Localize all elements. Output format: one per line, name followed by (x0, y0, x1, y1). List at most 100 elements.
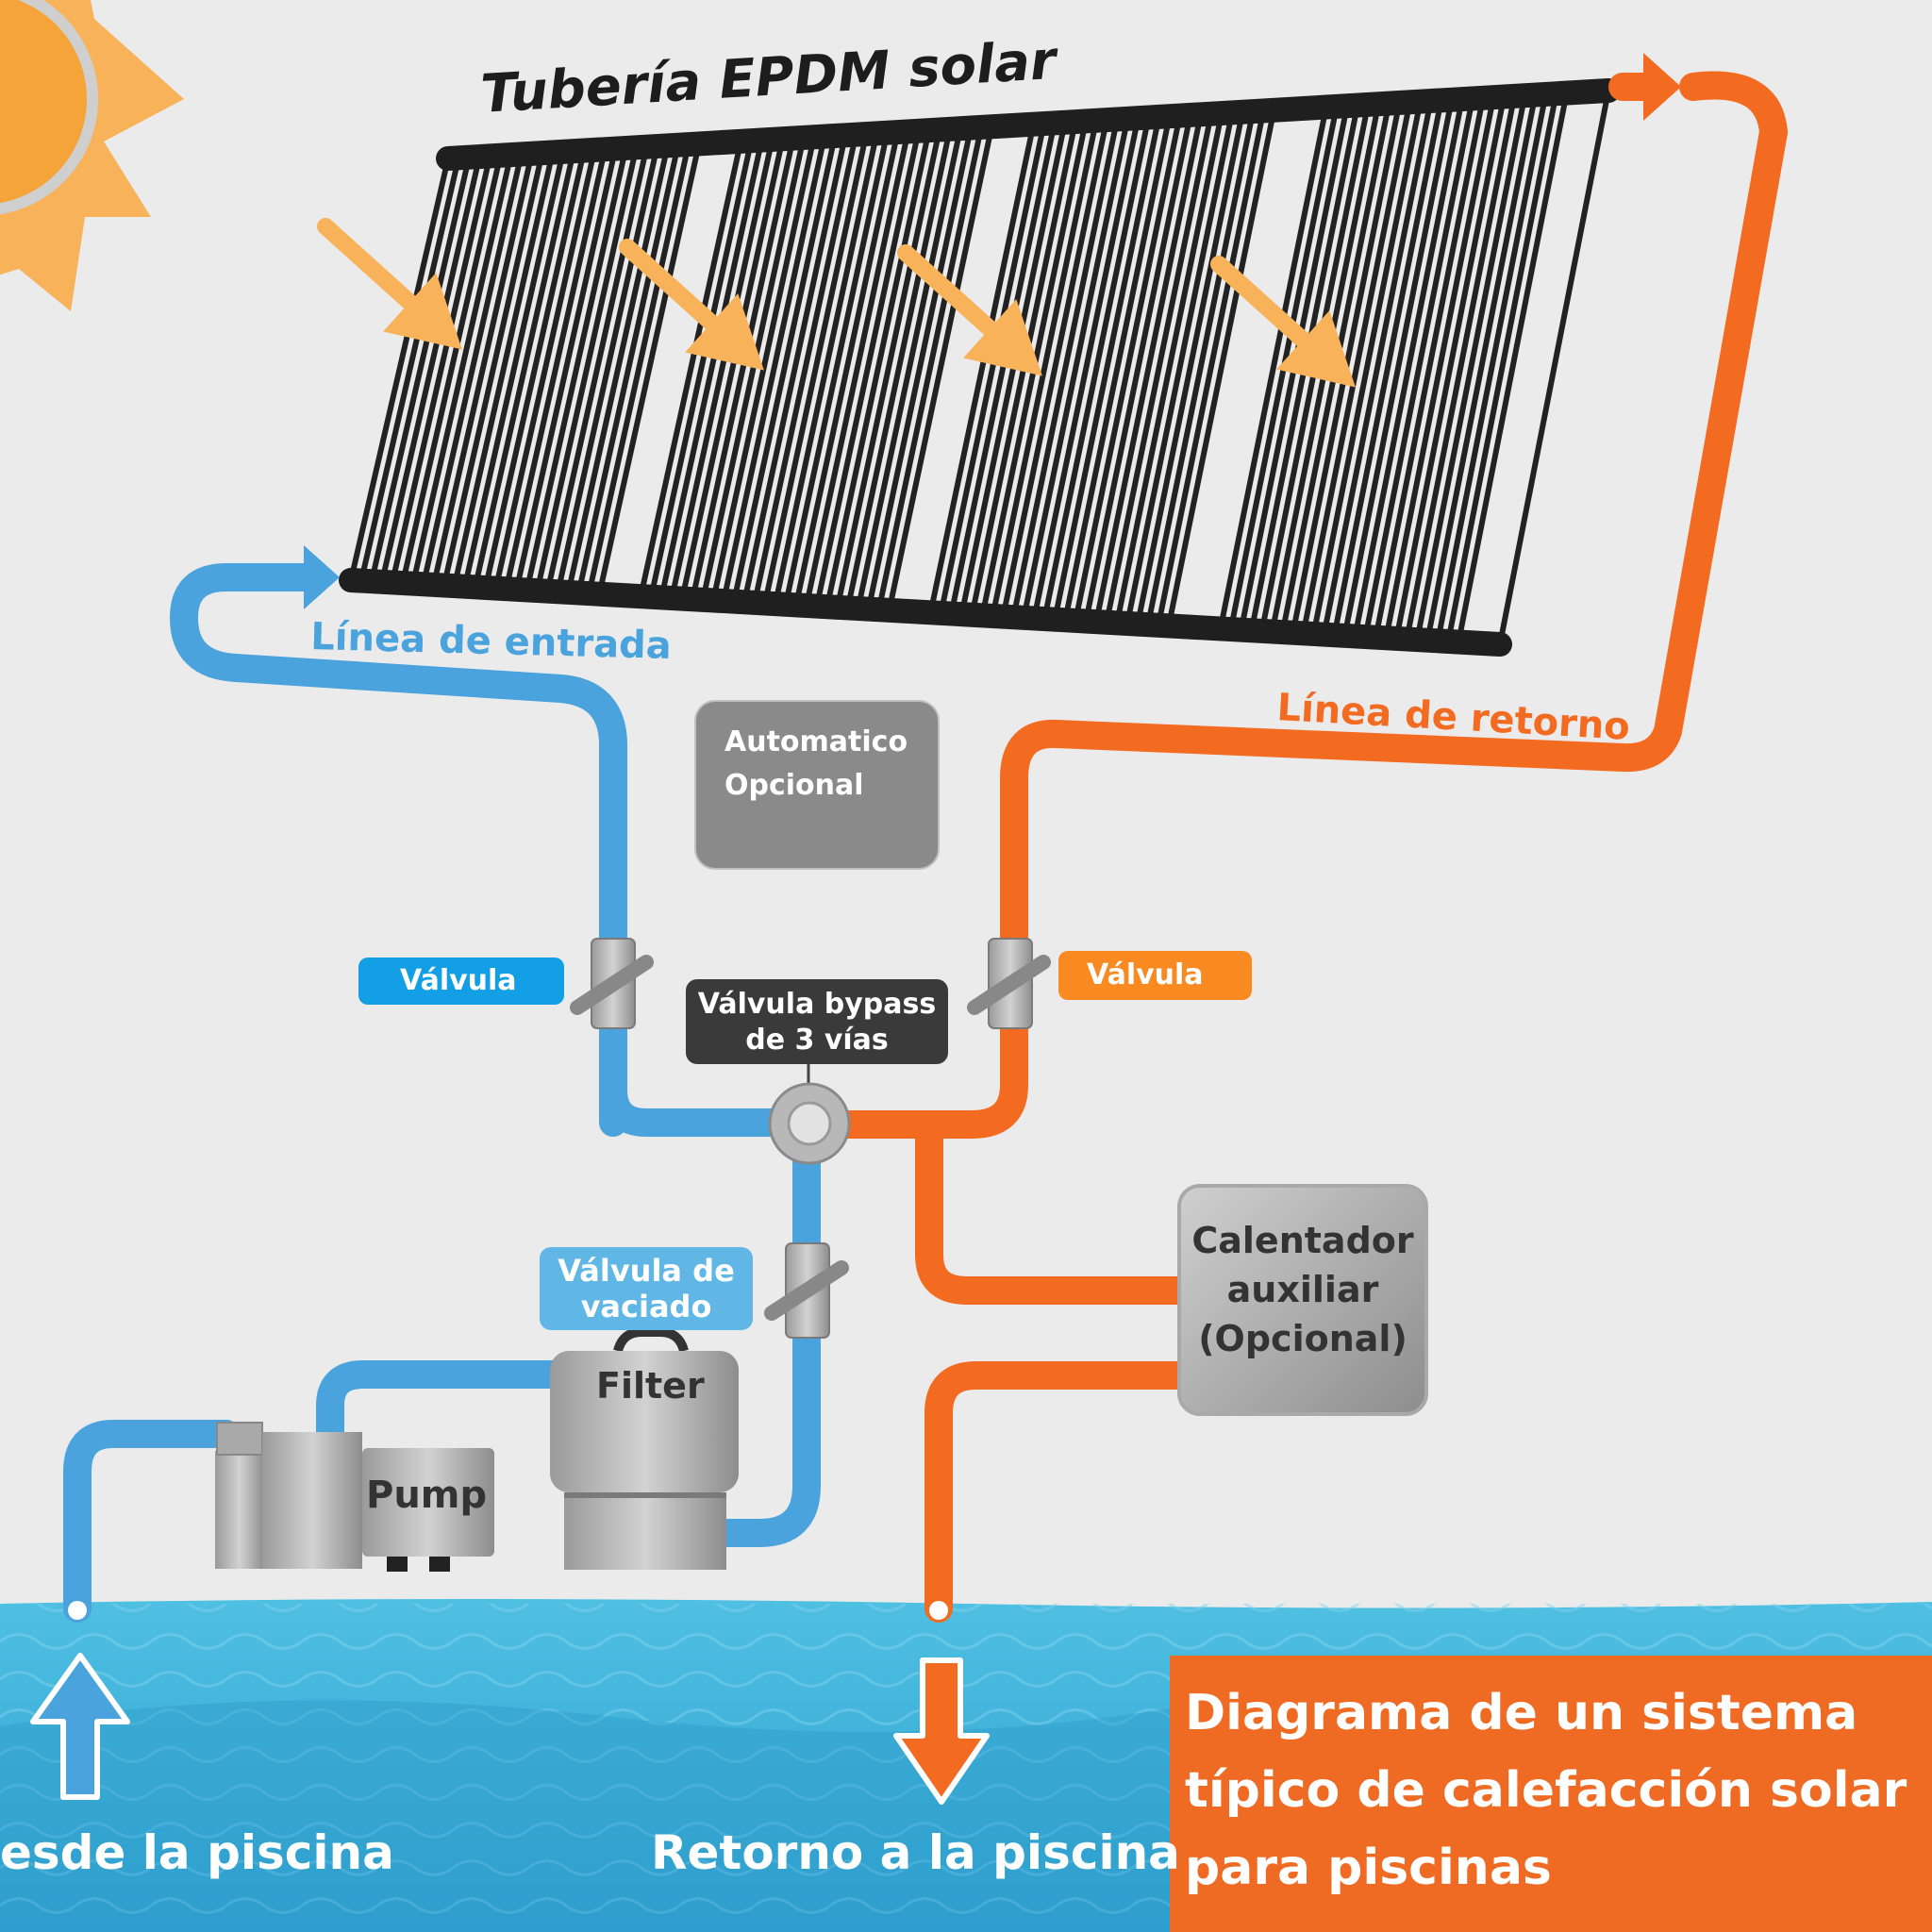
collector-tube (1124, 111, 1236, 625)
collector-tube (1093, 113, 1204, 623)
collector-tube (690, 137, 796, 600)
collector-tube (1383, 96, 1497, 639)
collector-tube (1373, 97, 1486, 639)
collector-tube (358, 157, 462, 582)
collector-tube (389, 155, 493, 584)
collector-tube (658, 139, 765, 599)
collector-tube (648, 140, 755, 598)
collector-tube (1041, 116, 1152, 620)
collector-tube (1404, 95, 1518, 641)
collector-tube (792, 131, 901, 606)
collector-tube (669, 139, 775, 599)
return-dot (929, 1601, 948, 1620)
caption-line2: típico de calefacción solar (1185, 1762, 1907, 1819)
return-valve-badge: Válvula (1058, 951, 1252, 1000)
caption-line1: Diagrama de un sistema (1185, 1685, 1858, 1741)
collector-tube (1300, 101, 1413, 634)
collector-tube (875, 126, 985, 610)
collector-tube (1104, 113, 1214, 624)
inlet-flow-arrowhead (304, 545, 340, 609)
collector-tube (1321, 100, 1434, 636)
collector-tube (865, 126, 974, 610)
heater-outlet-pipe (924, 1361, 1195, 1623)
bypass-label-line2: de 3 vías (745, 1024, 889, 1057)
heater-label-line2: auxiliar (1226, 1269, 1379, 1310)
collector-tube (700, 137, 807, 601)
collector-tube (409, 154, 514, 585)
drain-label-line1: Válvula de (558, 1253, 735, 1289)
collector-tube (679, 138, 786, 600)
collector-tube (1352, 98, 1465, 638)
drain-label-line2: vaciado (580, 1289, 712, 1324)
heater-label-line1: Calentador (1191, 1220, 1414, 1261)
collector-tube (1310, 101, 1424, 635)
collector-tube (886, 125, 995, 611)
intake-dot (68, 1601, 87, 1620)
collector-tube (1135, 111, 1246, 625)
collector-tube (638, 141, 744, 597)
collector-tube (803, 130, 911, 607)
drain-pipe (712, 1108, 821, 1547)
collector-tube (441, 152, 545, 587)
sun-icon (0, 0, 184, 311)
collector-tube (524, 147, 629, 591)
collector-tube (534, 146, 640, 591)
collector-tube (741, 134, 849, 603)
collector-tube (721, 136, 827, 602)
heater-label-line3: (Opcional) (1198, 1318, 1407, 1359)
collector-tubes (348, 90, 1611, 645)
filter-label: Filter (596, 1365, 705, 1407)
collector-tube (752, 134, 859, 604)
to-pool-arrow-icon (893, 1657, 990, 1805)
collector-tube (1435, 93, 1549, 641)
collector-tube (555, 145, 660, 592)
cold-water-pipes (63, 563, 825, 1623)
from-pool-arrow-icon (30, 1653, 130, 1800)
collector-tube (1217, 106, 1329, 630)
inlet-valve-badge: Válvula (358, 958, 564, 1005)
return-valve-label: Válvula (1087, 958, 1204, 991)
collector-tube (844, 128, 953, 609)
controller-label-line2: Opcional (724, 769, 864, 802)
collector-tube (1062, 115, 1173, 621)
aux-heater-box: Calentador auxiliar (Opcional) (1177, 1184, 1428, 1416)
collector-tube (596, 142, 702, 595)
collector-tube (1144, 110, 1257, 625)
collector-tube (1155, 109, 1267, 626)
collector-tube (927, 124, 1037, 613)
collector-tube (1362, 97, 1475, 638)
collector-tube (565, 144, 671, 593)
return-flow-arrowhead (1643, 53, 1681, 121)
collector-tube (1083, 114, 1193, 623)
caption-text: Diagrama de un sistema típico de calefac… (1185, 1674, 1930, 1907)
collector-tube (1010, 118, 1121, 618)
collector-tube (420, 153, 525, 585)
return-to-pool-label: Retorno a la piscina (651, 1825, 1180, 1880)
collector-tube (1165, 109, 1277, 626)
caption-background (1170, 1656, 1932, 1932)
return-valve (967, 938, 1051, 1029)
collector-tube (369, 157, 473, 582)
collector-tube (482, 149, 587, 589)
collector-tube (461, 151, 566, 588)
collector-tube (586, 143, 691, 594)
collector-tube (513, 147, 619, 591)
collector-tube (990, 120, 1099, 617)
collector-tube (948, 122, 1058, 615)
bypass-valve-body (768, 1047, 851, 1165)
collector-tube (472, 150, 576, 589)
bottom-header-pipe (339, 568, 1512, 657)
bypass-left-pipe (599, 929, 825, 1137)
solar-collector-panel (339, 78, 1621, 657)
collector-tube (782, 132, 891, 606)
collector-tube (1393, 95, 1507, 640)
collector-tube (824, 129, 932, 608)
collector-tube (1414, 94, 1528, 641)
collector-tube (1073, 114, 1183, 622)
collector-tube (1114, 112, 1224, 624)
sun-ray-arrow-2 (619, 239, 764, 371)
collector-tube (710, 136, 817, 602)
pump-label: Pump (366, 1474, 488, 1517)
collector-tube (1000, 119, 1110, 618)
collector-tube (503, 148, 608, 590)
